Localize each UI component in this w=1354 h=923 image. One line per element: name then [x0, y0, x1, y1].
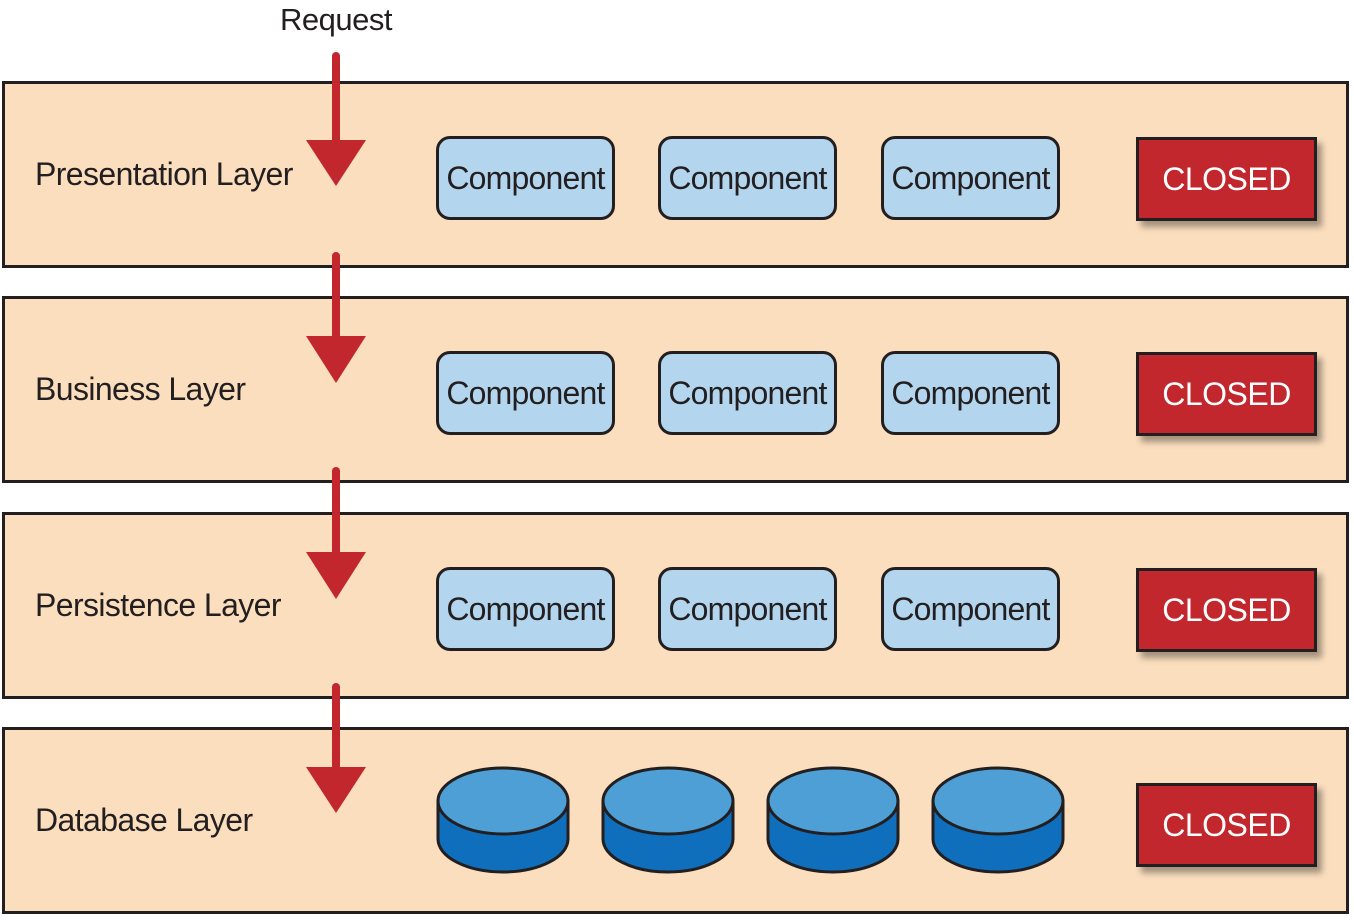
- persistence-layer: Persistence Layer Component Component Co…: [2, 512, 1349, 699]
- business-layer: Business Layer Component Component Compo…: [2, 296, 1349, 483]
- database-icon: [601, 766, 735, 874]
- component-box: Component: [436, 136, 615, 220]
- layer-label: Database Layer: [35, 802, 253, 838]
- closed-badge: CLOSED: [1136, 783, 1317, 867]
- request-label: Request: [280, 2, 392, 37]
- presentation-layer: Presentation Layer Component Component C…: [2, 81, 1349, 268]
- database-layer: Database Layer CLOSED: [2, 727, 1349, 914]
- layer-label: Persistence Layer: [35, 587, 282, 623]
- closed-badge: CLOSED: [1136, 568, 1317, 652]
- component-box: Component: [436, 567, 615, 651]
- request-arrow: [306, 252, 366, 383]
- closed-badge: CLOSED: [1136, 352, 1317, 436]
- component-box: Component: [436, 351, 615, 435]
- closed-badge: CLOSED: [1136, 137, 1317, 221]
- component-box: Component: [658, 136, 837, 220]
- component-box: Component: [881, 567, 1060, 651]
- database-icon: [436, 766, 570, 874]
- database-icon: [931, 766, 1065, 874]
- request-arrow: [306, 52, 366, 186]
- component-box: Component: [658, 567, 837, 651]
- component-box: Component: [658, 351, 837, 435]
- request-arrow: [306, 683, 366, 813]
- component-box: Component: [881, 136, 1060, 220]
- request-arrow: [306, 467, 366, 599]
- layer-label: Business Layer: [35, 371, 246, 407]
- layer-label: Presentation Layer: [35, 156, 293, 192]
- database-icon: [766, 766, 900, 874]
- component-box: Component: [881, 351, 1060, 435]
